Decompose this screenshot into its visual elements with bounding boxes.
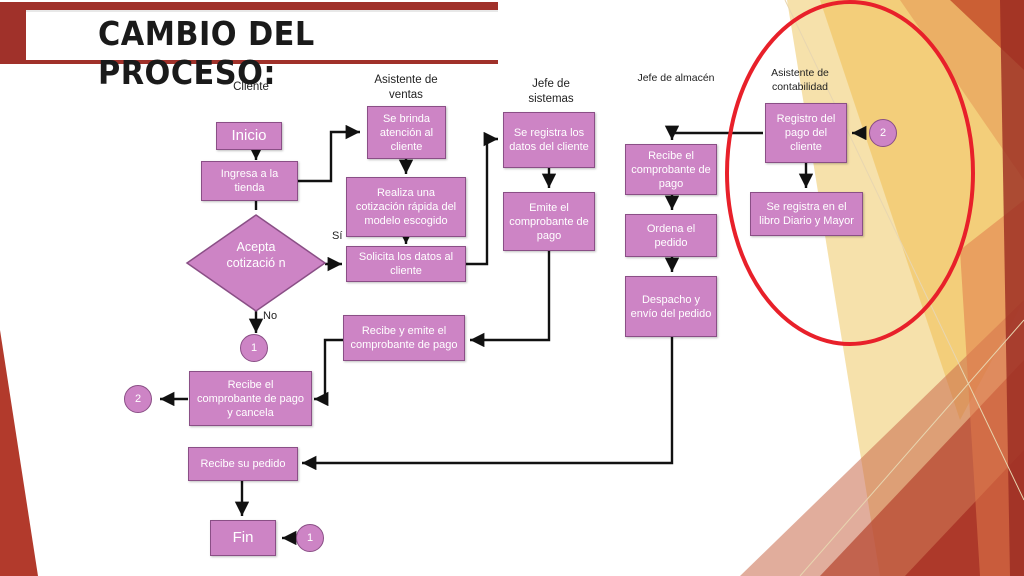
lane-header-asistente-contabilidad: Asistente de contabilidad xyxy=(771,67,829,93)
node-registra-libro: Se registra en el libro Diario y Mayor xyxy=(750,192,863,236)
node-ingresa-tienda: Ingresa a la tienda xyxy=(201,161,298,201)
decision-no-label: No xyxy=(263,310,278,322)
node-despacho-envio: Despacho y envío del pedido xyxy=(625,276,717,337)
node-recibe-emite: Recibe y emite el comprobante de pago xyxy=(343,315,465,361)
node-registra-datos: Se registra los datos del cliente xyxy=(503,112,595,168)
title-bar: CAMBIO DEL PROCESO: xyxy=(0,2,498,92)
lane-header-jefe-almacen: Jefe de almacén xyxy=(637,72,715,84)
lane-header-jefe-sistemas: Jefe de sistemas xyxy=(528,78,574,105)
decision-yes-label: Sí xyxy=(332,230,343,242)
connector-1-top: 1 xyxy=(240,334,268,362)
decision-label-acepta: Acepta cotizació n xyxy=(226,240,286,270)
node-brinda-atencion: Se brinda atención al cliente xyxy=(367,106,446,159)
lane-header-cliente: Cliente xyxy=(233,81,269,93)
node-emite-comprobante: Emite el comprobante de pago xyxy=(503,192,595,251)
node-realiza-cotizacion: Realiza una cotización rápida del modelo… xyxy=(346,177,466,237)
node-solicita-datos: Solicita los datos al cliente xyxy=(346,246,466,282)
node-recibe-cancela: Recibe el comprobante de pago y cancela xyxy=(189,371,312,426)
connector-2-right: 2 xyxy=(869,119,897,147)
lane-header-asistente-ventas: Asistente de ventas xyxy=(374,74,438,101)
node-ordena-pedido: Ordena el pedido xyxy=(625,214,717,257)
node-recibe-comprobante-almacen: Recibe el comprobante de pago xyxy=(625,144,717,195)
node-fin: Fin xyxy=(210,520,276,556)
decision-diamond xyxy=(185,214,327,312)
title-panel: CAMBIO DEL PROCESO: xyxy=(26,10,498,92)
node-registro-pago: Registro del pago del cliente xyxy=(765,103,847,163)
node-recibe-pedido: Recibe su pedido xyxy=(188,447,298,481)
node-inicio: Inicio xyxy=(216,122,282,150)
connector-2-left: 2 xyxy=(124,385,152,413)
page-title: CAMBIO DEL PROCESO: xyxy=(98,14,315,92)
connector-1-bottom: 1 xyxy=(296,524,324,552)
